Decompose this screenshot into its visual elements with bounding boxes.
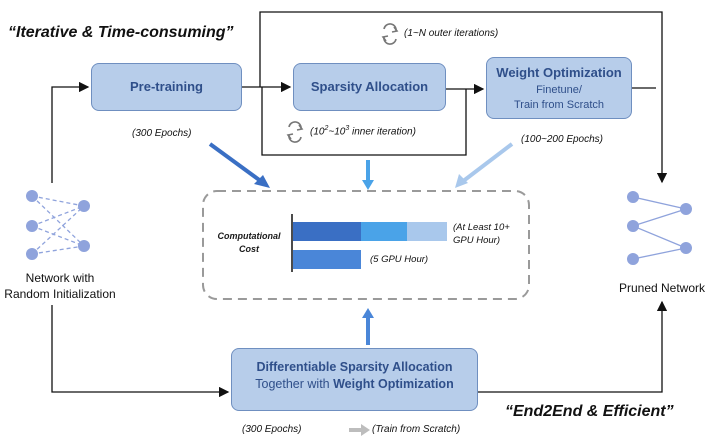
pruned-network-label: Pruned Network — [618, 281, 706, 295]
gray-arrow-head — [361, 424, 370, 436]
cost-bar-diff — [293, 250, 361, 269]
pruned-network-graph — [627, 191, 692, 265]
diff-box: Differentiable Sparsity Allocation Toget… — [231, 348, 478, 411]
cost-box-border — [202, 190, 530, 300]
sparsity-box: Sparsity Allocation — [293, 63, 446, 111]
arrow-diff-cost-head — [362, 308, 374, 318]
bottom-train-label: (Train from Scratch) — [372, 424, 461, 435]
sparsity-title: Sparsity Allocation — [310, 79, 429, 94]
pretraining-epochs: (300 Epochs) — [132, 128, 192, 139]
cost-bar-sparsity — [361, 222, 407, 241]
cost-label: Computational Cost — [217, 231, 281, 254]
outer-loop-icon — [381, 23, 399, 45]
outer-iterations-label: (1~N outer iterations) — [404, 28, 499, 39]
headline-top: “Iterative & Time-consuming” — [8, 24, 234, 41]
weight-opt-line1: Finetune/ — [536, 84, 582, 96]
input-network-label: Network with Random Initialization — [4, 271, 116, 301]
diff-box-line1: Differentiable Sparsity Allocation — [256, 360, 453, 374]
arrow-network-to-pretraining — [51, 81, 90, 183]
headline-bottom: “End2End & Efficient” — [505, 403, 674, 420]
cost-bar-pretraining — [293, 222, 361, 241]
weight-opt-box: Weight Optimization Finetune/ Train from… — [486, 57, 632, 119]
input-network-graph — [26, 190, 90, 260]
pretraining-title: Pre-training — [130, 79, 203, 94]
inner-loop-line — [261, 87, 467, 156]
weight-opt-epochs: (100~200 Epochs) — [521, 134, 604, 145]
arrow-network-to-diff-box — [51, 305, 230, 398]
arrow-weight-cost-head — [455, 174, 468, 188]
arrow-diff-box-to-pruned — [478, 300, 668, 393]
inner-loop-icon — [286, 121, 304, 143]
cost-bar2-label: (5 GPU Hour) — [370, 254, 429, 265]
diff-box-line2: Together with Weight Optimization — [255, 377, 454, 391]
arrow-pretraining-cost-head — [254, 175, 270, 188]
weight-opt-line2: Train from Scratch — [513, 99, 605, 111]
pretraining-box: Pre-training — [91, 63, 242, 111]
arrow-weight-cost — [460, 142, 514, 184]
arrow-pretraining-cost — [208, 142, 264, 184]
arrow-sparsity-cost-head — [362, 180, 374, 190]
cost-bar-weight — [407, 222, 447, 241]
inner-iterations-label: (102~103 inner iteration) — [310, 125, 416, 138]
weight-opt-title: Weight Optimization — [496, 65, 622, 80]
outer-loop-line — [259, 11, 668, 184]
bottom-epochs: (300 Epochs) — [242, 424, 302, 435]
cost-bar1-label: (At Least 10+ GPU Hour) — [453, 222, 510, 246]
